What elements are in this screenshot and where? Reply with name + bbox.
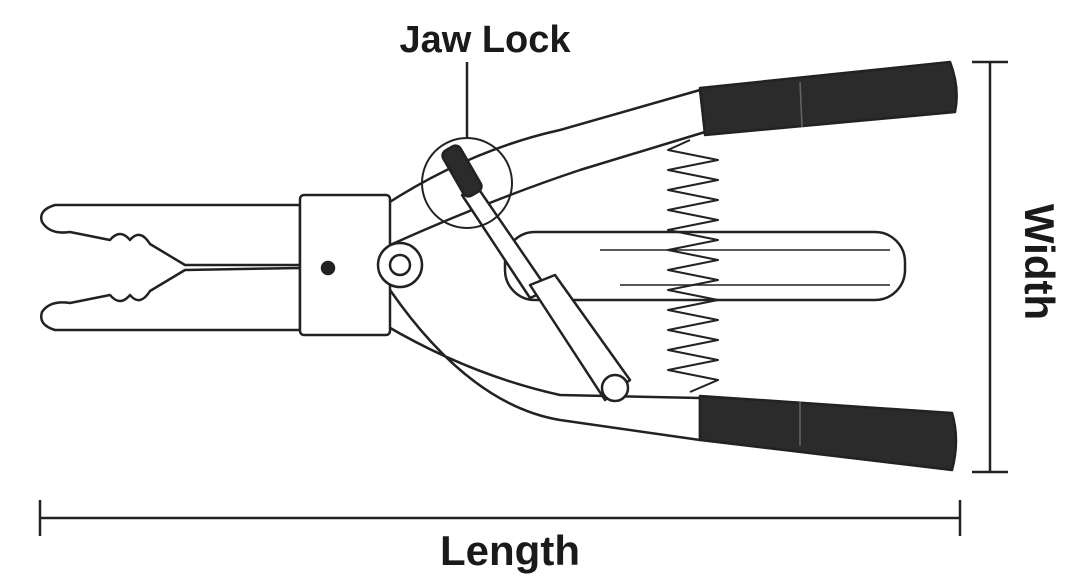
lower-grip [698, 394, 958, 472]
rivet [320, 260, 336, 276]
lock-link [528, 273, 632, 402]
jaw-lock-label: Jaw Lock [399, 19, 571, 61]
width-label: Width [1016, 204, 1063, 320]
lower-jaw [40, 266, 302, 332]
length-dimension [38, 500, 962, 536]
length-label: Length [440, 527, 580, 574]
spring [667, 139, 719, 393]
jaw-lock-knob [441, 144, 483, 198]
pivot-block [298, 193, 392, 337]
width-dimension [972, 60, 1008, 474]
upper-handle [383, 88, 707, 247]
upper-grip [698, 60, 958, 137]
upper-jaw [40, 203, 302, 267]
slide-bar [503, 230, 907, 302]
lower-handle [383, 288, 702, 442]
